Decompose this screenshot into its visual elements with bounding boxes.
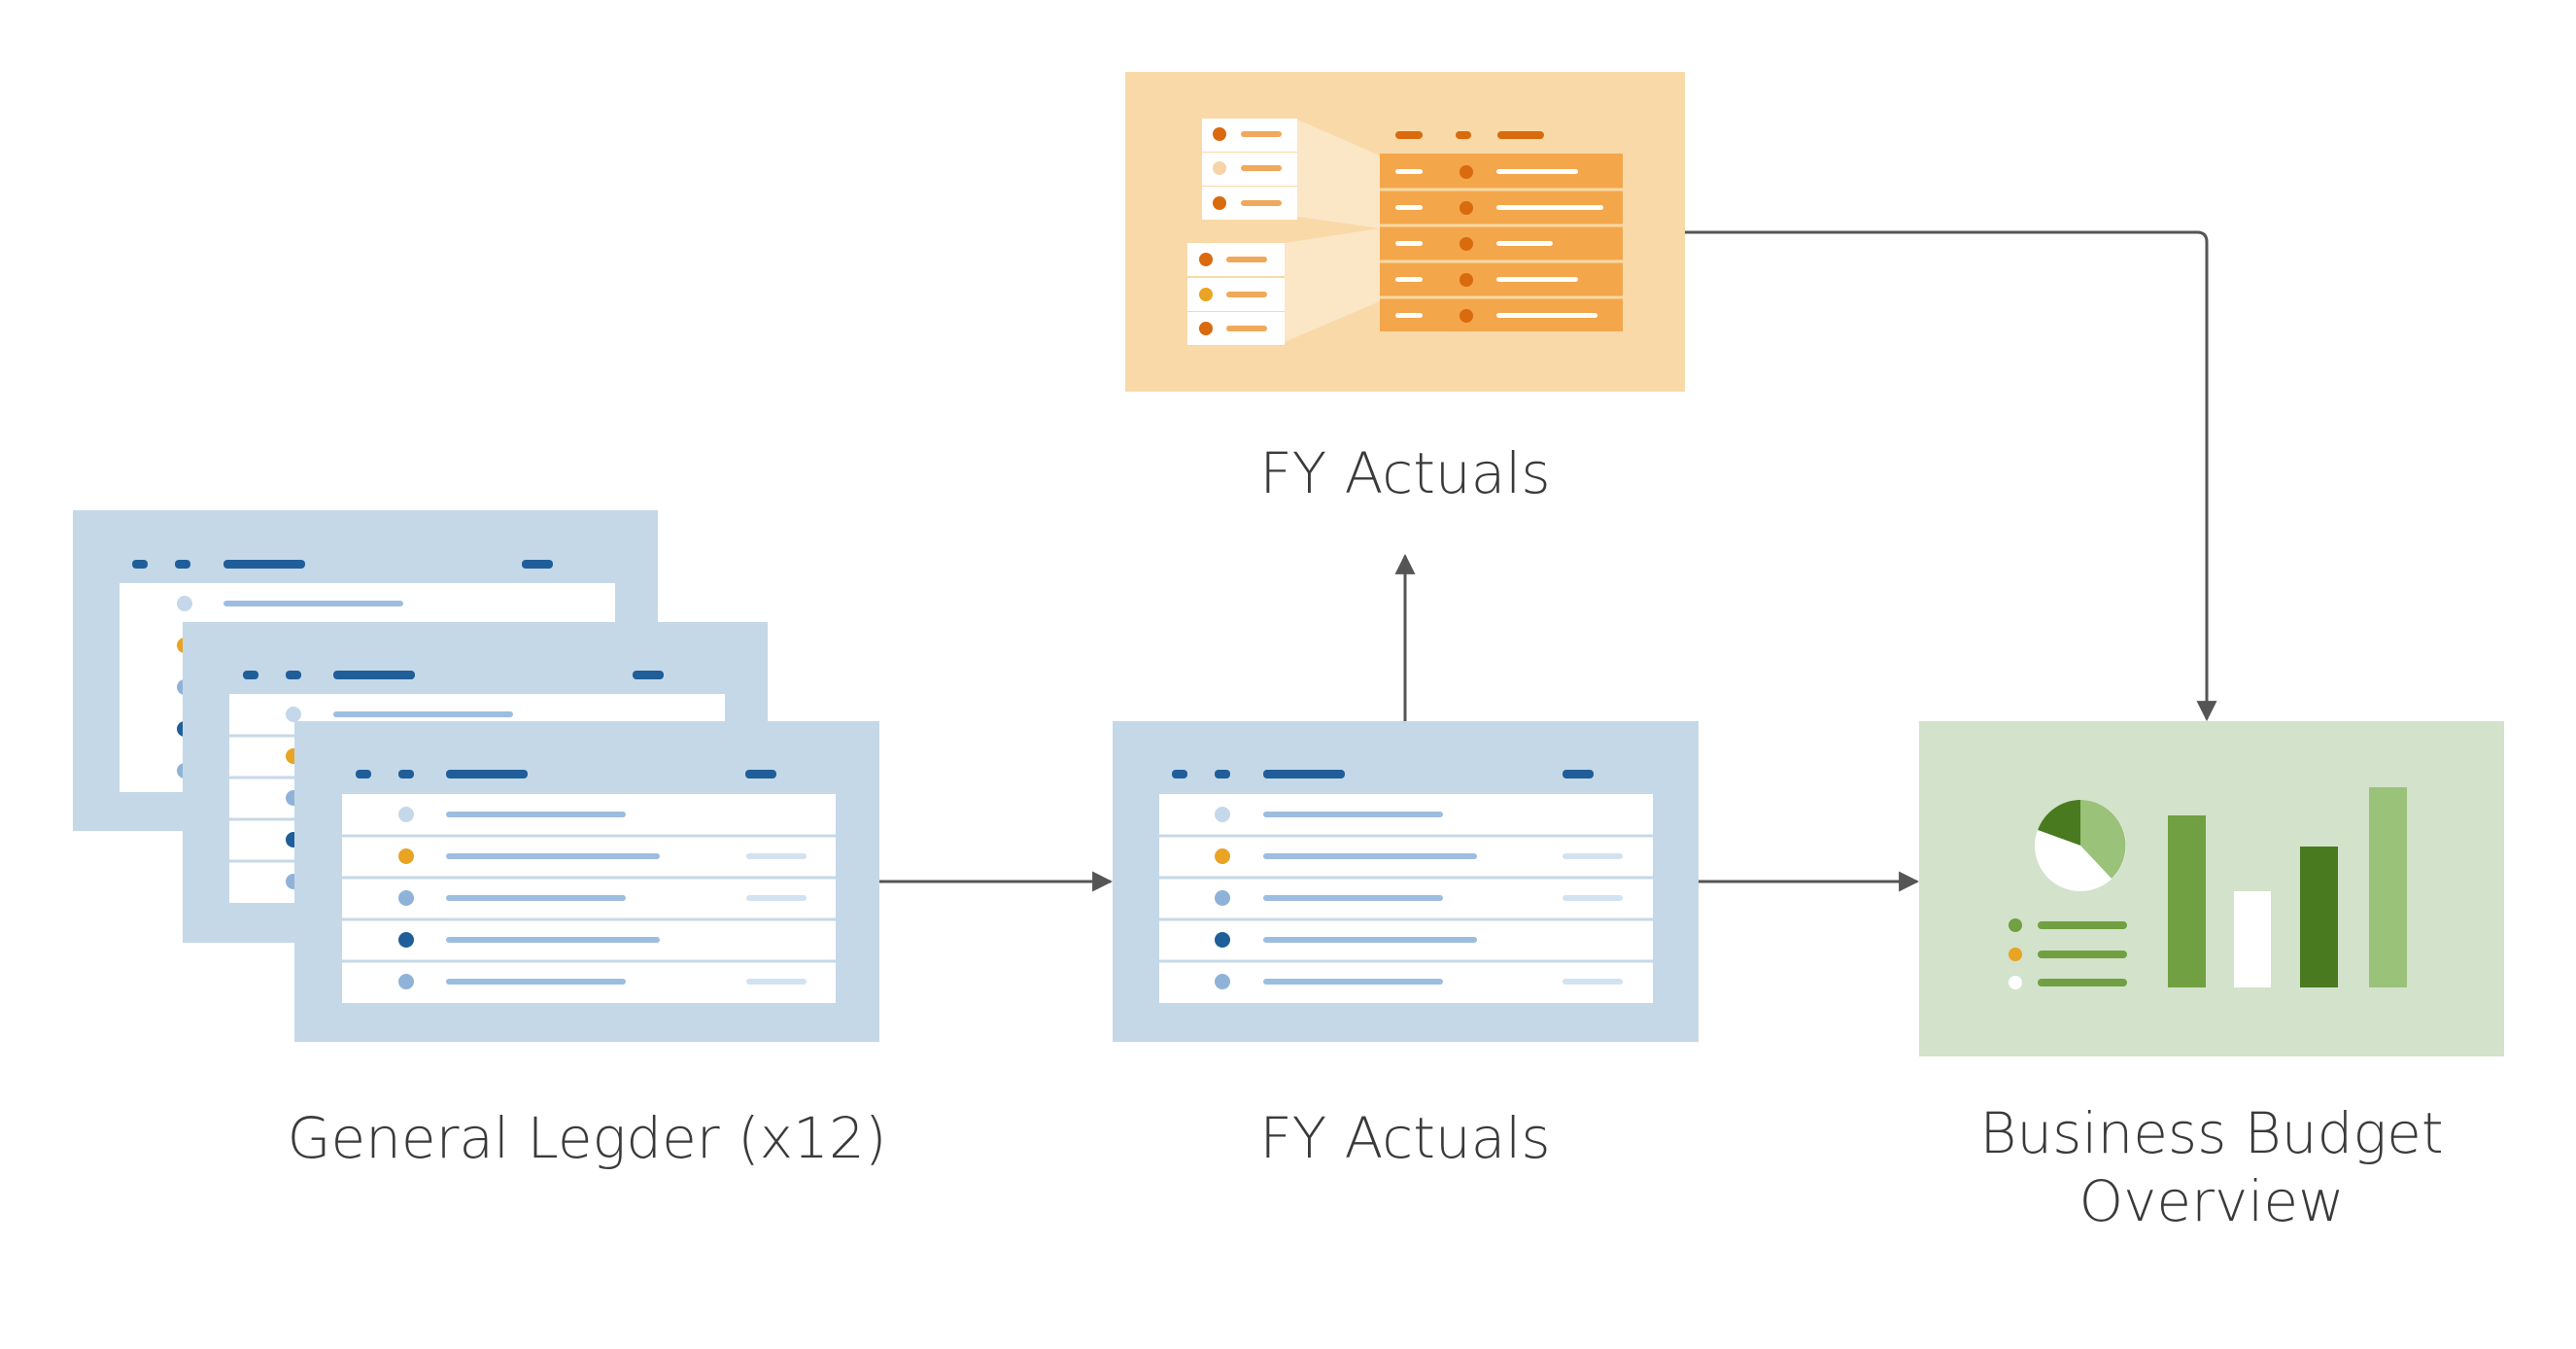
pie-chart-icon xyxy=(2035,800,2126,891)
fy-actuals-sheet-icon xyxy=(1113,721,1699,1042)
bar-chart-icon xyxy=(2168,787,2407,987)
ledger-sheet-front xyxy=(294,721,879,1042)
general-ledger-sheet-icon xyxy=(73,510,879,1042)
business-budget-line1: Business Budget xyxy=(1979,1100,2444,1166)
fy-actuals-middle-label: FY Actuals xyxy=(1259,1105,1551,1171)
fy-actuals-mapping-icon xyxy=(1125,72,1685,392)
business-budget-line2: Overview xyxy=(2078,1168,2345,1234)
general-ledger-label: General Legder (x12) xyxy=(287,1105,887,1171)
budget-dashboard-icon xyxy=(1919,721,2504,1056)
legend-icon xyxy=(2009,918,2127,989)
business-budget-label: Business Budget Overview xyxy=(1872,1099,2552,1235)
arrow-top-to-budget xyxy=(1685,230,2217,722)
fy-actuals-top-label: FY Actuals xyxy=(1259,440,1551,506)
